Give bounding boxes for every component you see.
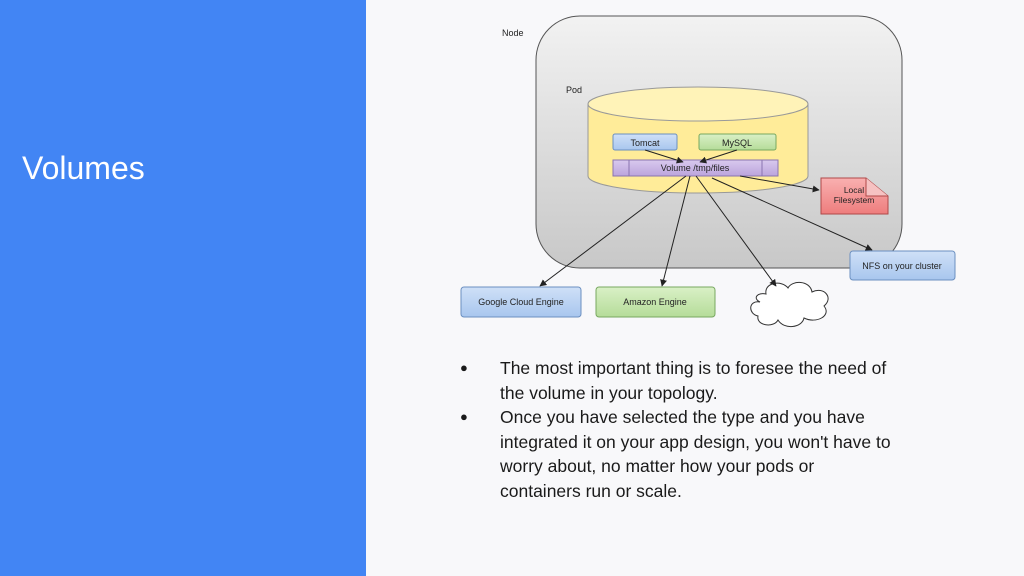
title-panel: Volumes (0, 0, 366, 576)
bullet-marker: ● (460, 360, 468, 375)
cloud-icon (750, 282, 829, 327)
connector-arrows (539, 149, 873, 287)
node-label: Node (502, 28, 524, 38)
bullet-item: ● Once you have selected the type and you… (460, 405, 960, 503)
bullet-list: ● The most important thing is to foresee … (460, 356, 960, 503)
bullet-text-line: The most important thing is to foresee t… (500, 358, 887, 378)
local-filesystem-label-2: Filesystem (834, 195, 875, 205)
pod-label: Pod (566, 85, 582, 95)
bullet-text-line: the volume in your topology. (500, 382, 718, 403)
bullet-marker: ● (460, 409, 468, 424)
tomcat-label: Tomcat (630, 138, 660, 148)
bullet-text-line: Once you have selected the type and you … (500, 407, 865, 427)
bullet-text-line: containers run or scale. (500, 480, 682, 501)
amazon-engine-label: Amazon Engine (623, 297, 687, 307)
mysql-box (698, 133, 777, 151)
volume-label: Volume /tmp/files (661, 163, 730, 173)
mysql-label: MySQL (722, 138, 752, 148)
slide-title: Volumes (22, 150, 145, 186)
amazon-engine-box (595, 286, 716, 318)
google-cloud-engine-box (460, 286, 582, 318)
bullet-text-line: integrated it on your app design, you wo… (500, 431, 891, 452)
bullet-text-line: worry about, no matter how your pods or (500, 456, 815, 476)
nfs-box (849, 250, 956, 281)
nfs-label: NFS on your cluster (862, 261, 942, 271)
google-cloud-engine-label: Google Cloud Engine (478, 297, 564, 307)
bullet-item: ● The most important thing is to foresee … (460, 356, 960, 405)
local-filesystem-label-1: Local (844, 185, 864, 195)
volume-bar (612, 159, 779, 177)
